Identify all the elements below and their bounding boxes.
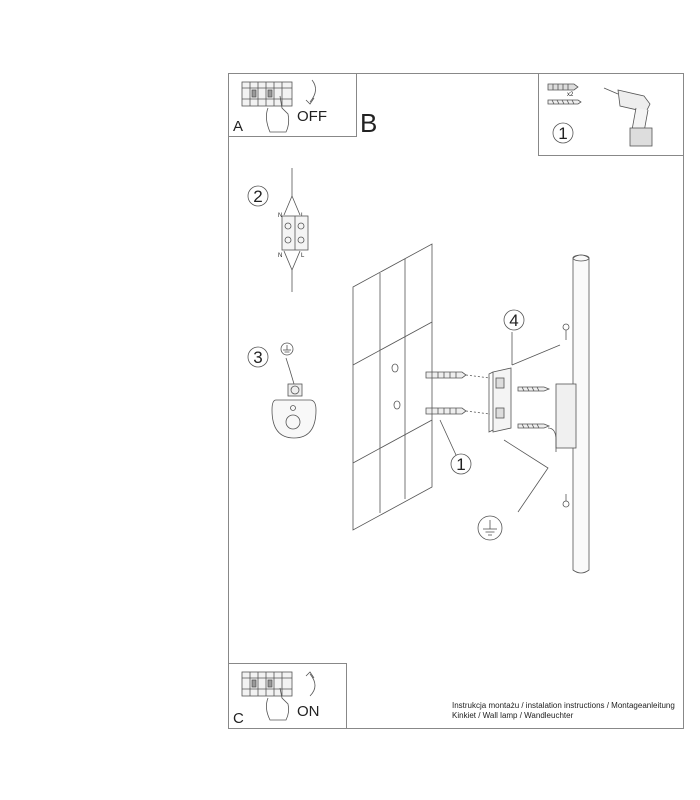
ground-leader bbox=[503, 439, 549, 513]
panel-a-letter: A bbox=[233, 118, 244, 135]
step-3-number: 3 bbox=[253, 348, 263, 367]
wall-panel bbox=[352, 243, 433, 531]
tools-step-circle bbox=[552, 122, 574, 144]
instruction-sheet bbox=[228, 73, 684, 729]
panel-c-letter: C bbox=[233, 710, 244, 727]
mounting-bracket bbox=[488, 367, 512, 433]
terminal-strip-off bbox=[241, 81, 293, 107]
hand-icon bbox=[266, 687, 290, 721]
screw-lower bbox=[517, 423, 551, 429]
wiring-neutral-top: N bbox=[278, 213, 283, 219]
footer-line-1: Instrukcja montażu / instalation instruc… bbox=[452, 701, 675, 710]
arrow-up-icon bbox=[305, 671, 316, 697]
anchor-quantity: x2 bbox=[567, 92, 574, 98]
wall-plug-upper bbox=[425, 371, 467, 379]
step-2-number: 2 bbox=[253, 187, 263, 206]
step-4-circle bbox=[503, 309, 525, 331]
wall-plug-lower bbox=[425, 407, 467, 415]
terminal-strip-on bbox=[241, 671, 293, 697]
wiring-neutral-bottom: N bbox=[278, 253, 283, 259]
step-1-number: 1 bbox=[456, 455, 466, 474]
panel-b-letter: B bbox=[360, 108, 378, 138]
arrow-down-icon bbox=[305, 79, 316, 105]
wall-lamp-tube bbox=[555, 254, 590, 574]
step-1-circle bbox=[450, 453, 472, 475]
wire-connector-icon bbox=[281, 168, 309, 292]
hand-icon bbox=[266, 95, 290, 133]
panel-a-state: OFF bbox=[297, 108, 327, 125]
ground-symbol-icon bbox=[477, 515, 503, 541]
tools-panel bbox=[538, 73, 684, 156]
screw-icon bbox=[547, 99, 582, 105]
wall-plug-icon bbox=[547, 83, 579, 91]
screw-upper bbox=[517, 386, 551, 392]
ground-terminal-icon bbox=[271, 342, 317, 439]
tools-step-number: 1 bbox=[558, 124, 568, 143]
footer-line-2: Kinkiet / Wall lamp / Wandleuchter bbox=[452, 711, 574, 720]
step-4-number: 4 bbox=[509, 311, 519, 330]
panel-c-state: ON bbox=[297, 703, 320, 720]
step-3-circle bbox=[247, 346, 269, 368]
step-2-circle bbox=[247, 185, 269, 207]
step-1-leader bbox=[439, 419, 457, 456]
drill-icon bbox=[603, 87, 653, 147]
drill-holes bbox=[391, 363, 401, 410]
wiring-live-bottom: L bbox=[301, 253, 305, 259]
